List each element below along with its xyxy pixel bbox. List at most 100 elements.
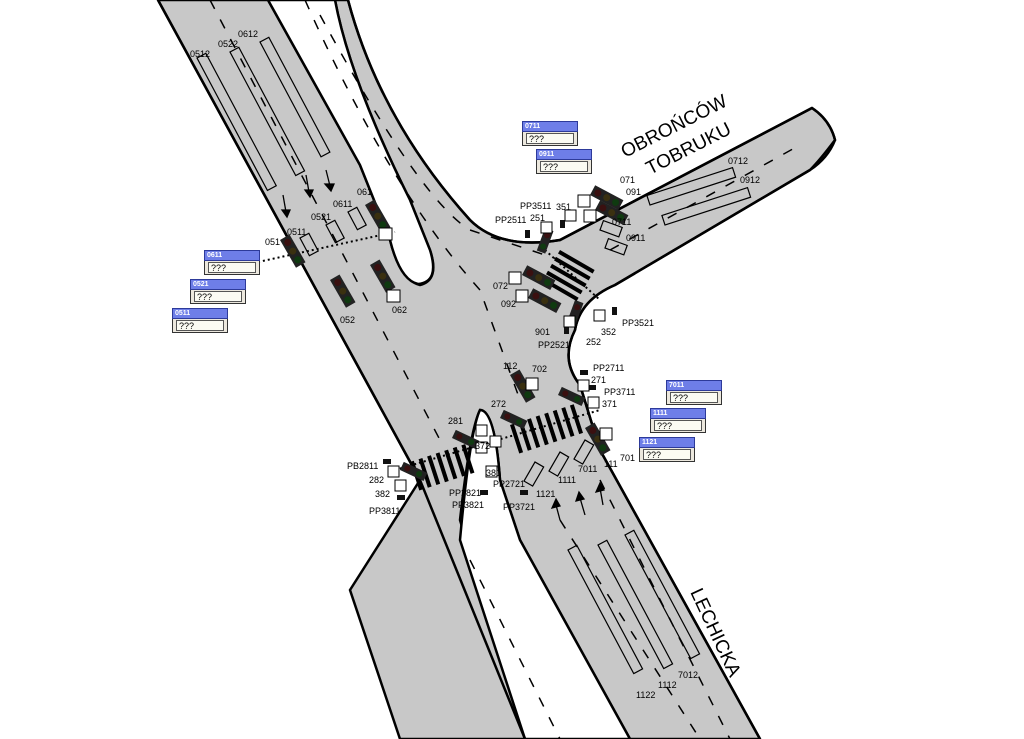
label-071: 071 <box>620 175 635 185</box>
label-251: 251 <box>530 213 545 223</box>
lane-markings <box>209 0 801 739</box>
detector-box-title: 0711 <box>522 121 578 132</box>
signal-head <box>452 429 480 449</box>
label-1122: 1122 <box>636 690 655 700</box>
loop-0512 <box>196 52 278 192</box>
label-0912: 0912 <box>740 175 760 185</box>
detector-box-title: 1121 <box>639 437 695 448</box>
islands <box>266 0 632 739</box>
label-pp3711: PP3711 <box>604 387 635 397</box>
detector-box-7011[interactable]: 7011 ??? <box>666 380 722 405</box>
detector-box-0611[interactable]: 0611 ??? <box>204 250 260 275</box>
crosswalk-south <box>510 404 583 454</box>
signal-head <box>400 461 428 481</box>
signal-head <box>500 409 528 429</box>
label-0512: 0512 <box>190 49 210 59</box>
signal-head <box>522 265 556 291</box>
detector-box-0521[interactable]: 0521 ??? <box>190 279 246 304</box>
signal-head <box>558 386 586 406</box>
detector-box-value: ??? <box>176 320 224 331</box>
label-1121: 1121 <box>536 489 555 499</box>
signal-head <box>330 274 356 308</box>
detector-box-value: ??? <box>670 392 718 403</box>
label-pp3721: PP3721 <box>503 502 535 512</box>
label-0612: 0612 <box>238 29 258 39</box>
label-901: 901 <box>535 327 550 337</box>
signal-head <box>595 200 629 226</box>
label-702: 702 <box>532 364 547 374</box>
label-pp3511: PP3511 <box>520 201 551 211</box>
label-352: 352 <box>601 327 616 337</box>
detector-box-1111[interactable]: 1111 ??? <box>650 408 706 433</box>
signal-head <box>536 228 554 254</box>
label-pp3811: PP3811 <box>369 506 400 516</box>
loop-0712 <box>646 166 737 206</box>
signal-head <box>585 422 611 456</box>
label-061: 061 <box>357 187 372 197</box>
signal-head <box>365 199 391 233</box>
detector-box-title: 1111 <box>650 408 706 419</box>
label-112: 112 <box>503 361 517 371</box>
label-7012: 7012 <box>678 670 698 680</box>
loop-7012 <box>624 529 701 660</box>
label-pp2711: PP2711 <box>593 363 624 373</box>
label-1111: 1111 <box>558 475 576 485</box>
loop-0522 <box>229 46 306 177</box>
island-north <box>266 0 435 286</box>
label-pb2811: PB2811 <box>347 461 378 471</box>
detector-box-0511[interactable]: 0511 ??? <box>172 308 228 333</box>
detector-box-value: ??? <box>643 449 691 460</box>
signal-head <box>528 288 562 314</box>
label-271: 271 <box>591 375 606 385</box>
label-1112: 1112 <box>658 680 677 690</box>
label-051: 051 <box>265 237 280 247</box>
signal-head <box>370 259 396 293</box>
label-pp2521: PP2521 <box>538 340 570 350</box>
element-labels: 0612 0522 0512 0611 0521 0511 061 051 05… <box>190 29 760 700</box>
label-0711: 0711 <box>612 217 631 227</box>
label-351: 351 <box>556 202 571 212</box>
detector-loops <box>196 36 752 675</box>
loop-0612 <box>259 36 331 158</box>
loop-1112 <box>597 539 674 670</box>
label-371: 371 <box>602 399 617 409</box>
detector-box-value: ??? <box>526 133 574 144</box>
label-252: 252 <box>586 337 601 347</box>
island-south <box>458 408 632 739</box>
label-pp2721: PP2721 <box>493 479 525 489</box>
label-0712: 0712 <box>728 156 748 166</box>
signal-head <box>590 185 624 211</box>
detector-box-title: 0521 <box>190 279 246 290</box>
label-0522: 0522 <box>218 39 238 49</box>
label-282: 282 <box>369 475 384 485</box>
label-0511: 0511 <box>287 227 306 237</box>
label-091: 091 <box>626 187 641 197</box>
label-0911: 0911 <box>626 233 645 243</box>
detector-box-value: ??? <box>654 420 702 431</box>
label-381: 381 <box>486 468 501 478</box>
signal-head <box>280 234 306 268</box>
detector-box-title: 0911 <box>536 149 592 160</box>
detector-box-value: ??? <box>540 161 588 172</box>
detector-box-0911[interactable]: 0911 ??? <box>536 149 592 174</box>
label-062: 062 <box>392 305 407 315</box>
detector-box-title: 0611 <box>204 250 260 261</box>
detector-box-1121[interactable]: 1121 ??? <box>639 437 695 462</box>
signal-head <box>509 369 536 403</box>
label-382: 382 <box>375 489 390 499</box>
label-pp3521: PP3521 <box>622 318 654 328</box>
detector-box-value: ??? <box>208 262 256 273</box>
label-052: 052 <box>340 315 355 325</box>
label-372: 372 <box>475 441 490 451</box>
label-7011: 7011 <box>578 464 597 474</box>
label-281: 281 <box>448 416 463 426</box>
label-272: 272 <box>491 399 506 409</box>
label-pp3821: PP3821 <box>452 500 484 510</box>
detector-box-0711[interactable]: 0711 ??? <box>522 121 578 146</box>
label-0611: 0611 <box>333 199 352 209</box>
label-pp2511: PP2511 <box>495 215 526 225</box>
label-092: 092 <box>501 299 516 309</box>
label-701: 701 <box>620 453 635 463</box>
label-111: 111 <box>604 459 618 469</box>
